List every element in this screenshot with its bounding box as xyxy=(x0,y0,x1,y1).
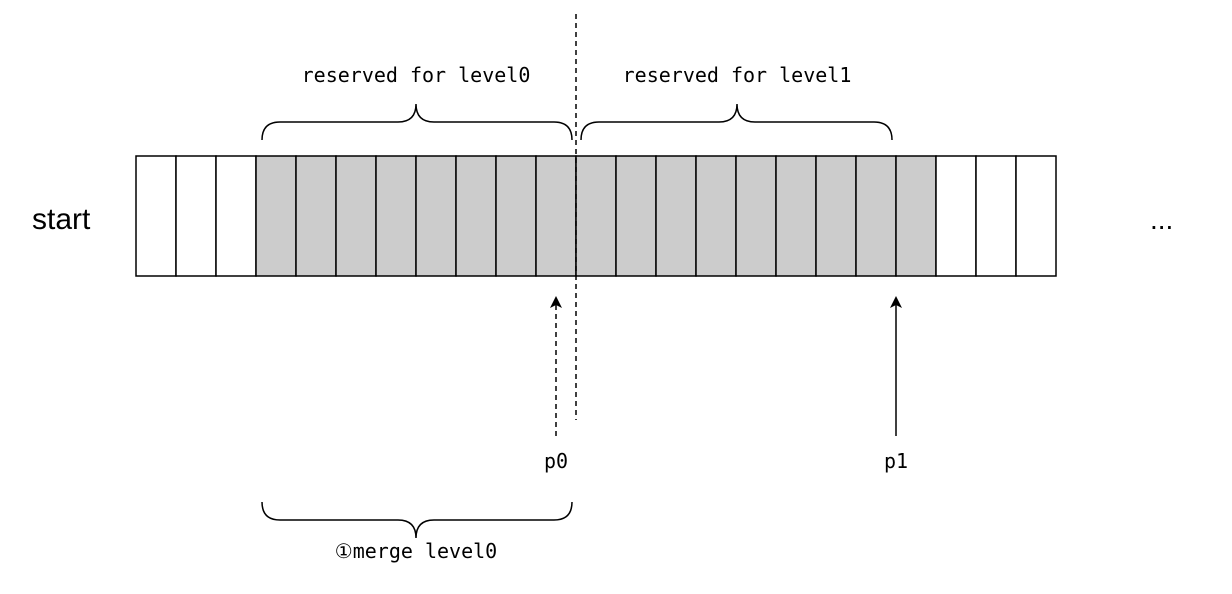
array-cell-reserved xyxy=(815,155,857,277)
start-label: start xyxy=(32,203,91,236)
array-cell xyxy=(1015,155,1057,277)
array-cell-reserved xyxy=(775,155,817,277)
storage-array xyxy=(135,155,1057,277)
array-cell xyxy=(215,155,257,277)
p1-label: p1 xyxy=(884,449,908,473)
array-cell-reserved xyxy=(895,155,937,277)
reserved-level0-label: reserved for level0 xyxy=(302,63,531,87)
array-cell-reserved xyxy=(855,155,897,277)
array-cell-reserved xyxy=(335,155,377,277)
array-cell-reserved xyxy=(495,155,537,277)
array-cell-reserved xyxy=(375,155,417,277)
array-cell-reserved xyxy=(455,155,497,277)
array-cell-reserved xyxy=(655,155,697,277)
array-cell xyxy=(975,155,1017,277)
p0-label: p0 xyxy=(544,449,568,473)
ellipsis-label: ... xyxy=(1150,204,1173,235)
array-cell-reserved xyxy=(255,155,297,277)
array-cell-reserved xyxy=(575,155,617,277)
array-cell xyxy=(175,155,217,277)
array-cell-reserved xyxy=(415,155,457,277)
brace-level1 xyxy=(580,103,893,141)
brace-level0 xyxy=(261,103,573,141)
array-cell xyxy=(135,155,177,277)
array-cell-reserved xyxy=(615,155,657,277)
array-cell-reserved xyxy=(735,155,777,277)
array-cell-reserved xyxy=(535,155,577,277)
reserved-level1-label: reserved for level1 xyxy=(623,63,852,87)
merge-level0-label: ①merge level0 xyxy=(335,539,497,563)
array-cell xyxy=(935,155,977,277)
array-cell-reserved xyxy=(695,155,737,277)
brace-merge-level0 xyxy=(261,501,573,539)
array-cell-reserved xyxy=(295,155,337,277)
